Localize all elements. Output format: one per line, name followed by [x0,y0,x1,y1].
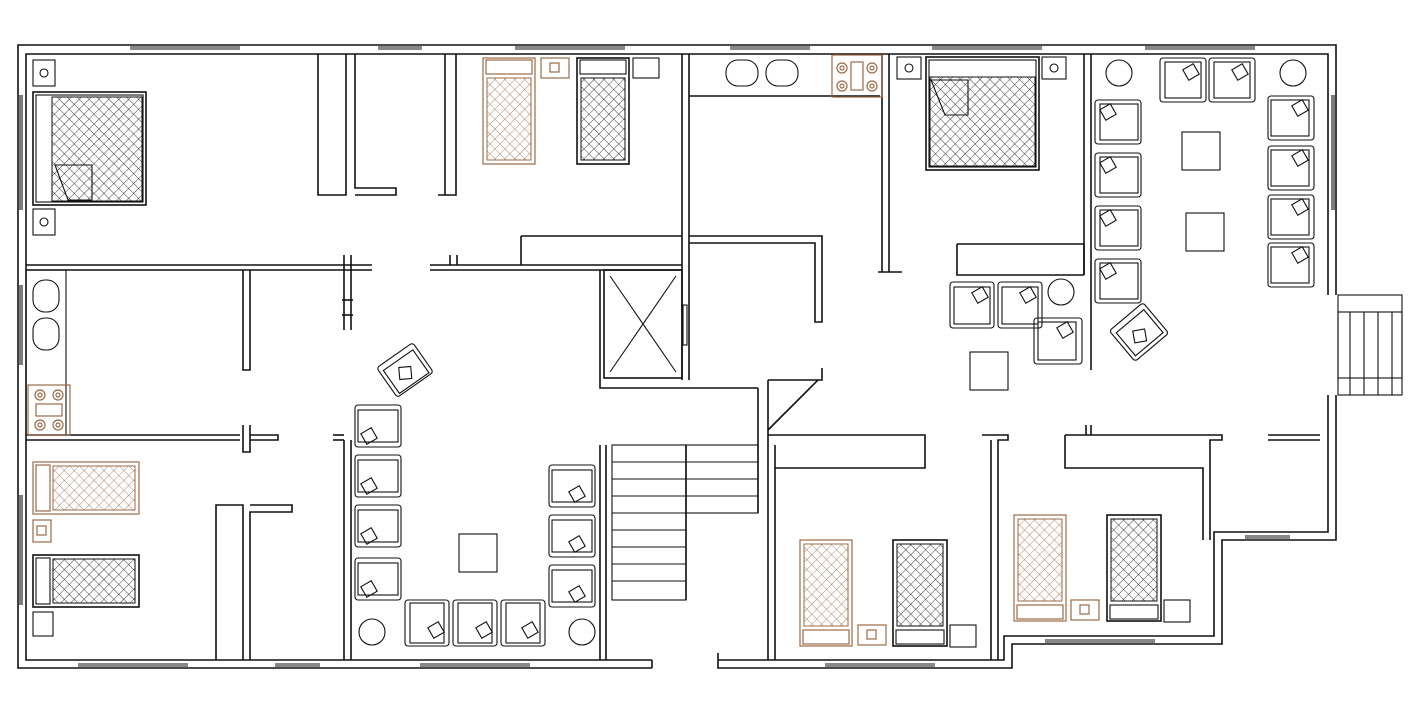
sink-bowl [32,279,60,313]
living-east-furniture [949,57,1315,391]
living-west-furniture [354,343,596,647]
single-bed-se1 [892,539,948,647]
cooktop [27,384,71,436]
double-bed-nw [32,91,147,206]
cooktop-east [831,54,883,98]
single-bed-se2 [1106,514,1162,622]
single-bed [576,57,630,165]
double-bed-ne [925,56,1040,171]
single-bed-brown-se2 [1013,514,1067,622]
entrance-steps [1337,294,1403,396]
side-table [896,56,922,80]
single-bed-brown-sw [32,461,140,515]
lift-shaft [609,275,688,373]
kitchen-counter [25,269,67,436]
staircase [611,444,759,601]
sink-bowl [32,317,60,351]
exterior-walls [17,44,1337,669]
side-table [1070,599,1100,621]
side-table [1163,599,1191,623]
windows [19,46,1335,667]
side-table [32,59,56,87]
side-table [1041,56,1067,80]
single-bed-brown-se1 [799,539,853,647]
side-table [32,519,52,543]
side-table [949,624,977,648]
sink-bowl [725,59,759,87]
single-bed-sw [32,554,140,608]
sink-bowl [765,59,799,87]
side-table-marker [549,62,560,73]
side-table [540,57,570,79]
single-bed-brown [482,57,536,165]
side-table [632,57,660,79]
side-table [857,624,887,646]
side-table [32,611,54,637]
side-table [32,208,56,236]
